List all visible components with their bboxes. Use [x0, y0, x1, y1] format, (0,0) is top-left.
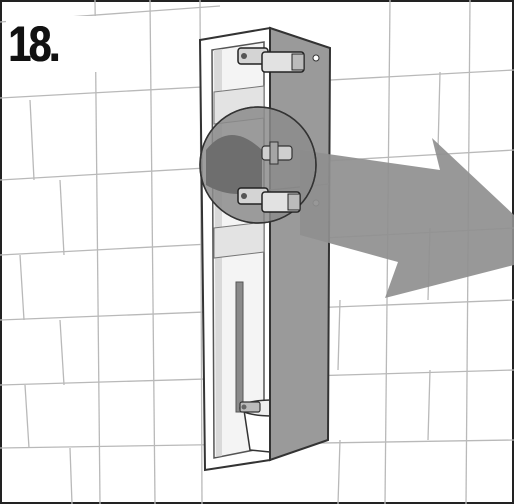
hinge-icon [237, 47, 305, 73]
cabinet-door [269, 26, 332, 462]
step-number: 18. [8, 16, 60, 72]
swing-open-arrow-icon [300, 138, 514, 298]
screw-icon [312, 54, 320, 62]
hinge-icon [239, 401, 261, 413]
hinge-icon [237, 187, 301, 213]
glass-shelf-lower [213, 221, 265, 259]
screw-icon [241, 53, 247, 59]
screw-icon [241, 404, 247, 410]
screw-icon [241, 193, 247, 199]
